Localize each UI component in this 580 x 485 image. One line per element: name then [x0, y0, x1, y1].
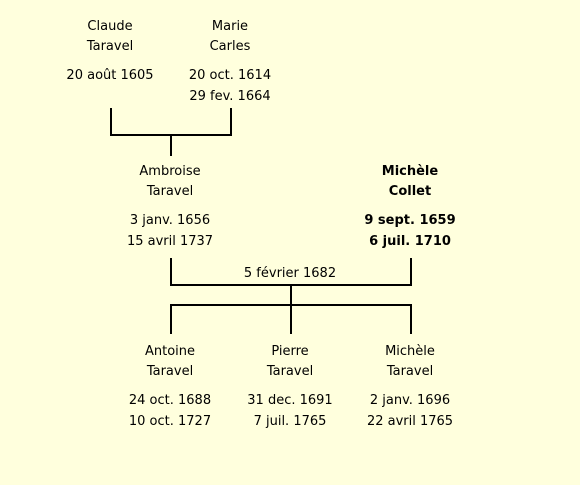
person-mother: Marie Carles 20 oct. 1614 29 fev. 1664	[160, 17, 300, 107]
father-birth-date: 20 août 1605	[66, 68, 154, 83]
child-1-first-name: Antoine	[144, 344, 196, 359]
mother-birth-date: 20 oct. 1614	[188, 68, 272, 83]
spouse-first-name: Michèle	[381, 164, 439, 179]
child-2-first-name: Pierre	[271, 344, 309, 359]
child-2-birth-date: 31 dec. 1691	[247, 393, 333, 408]
marriage-descent-line	[290, 284, 292, 306]
subject-birth-date: 3 janv. 1656	[129, 213, 211, 228]
spouse-death-date: 6 juil. 1710	[369, 234, 451, 249]
parents-descent-line	[170, 134, 172, 156]
child-1-death-date: 10 oct. 1727	[128, 414, 212, 429]
child-2-death-date: 7 juil. 1765	[253, 414, 327, 429]
person-subject: Ambroise Taravel 3 janv. 1656 15 avril 1…	[100, 162, 240, 252]
father-first-name: Claude	[87, 19, 133, 34]
person-child-2: Pierre Taravel 31 dec. 1691 7 juil. 1765	[220, 342, 360, 432]
mother-connector-line	[230, 108, 232, 136]
child-3-death-date: 22 avril 1765	[366, 414, 454, 429]
child-3-birth-date: 2 janv. 1696	[369, 393, 451, 408]
child-3-last-name: Taravel	[386, 364, 434, 379]
subject-connector-line	[170, 258, 172, 286]
spouse-connector-line	[410, 258, 412, 286]
child-1-birth-date: 24 oct. 1688	[128, 393, 212, 408]
person-child-1: Antoine Taravel 24 oct. 1688 10 oct. 172…	[100, 342, 240, 432]
person-child-3: Michèle Taravel 2 janv. 1696 22 avril 17…	[340, 342, 480, 432]
father-connector-line	[110, 108, 112, 136]
mother-first-name: Marie	[211, 19, 249, 34]
marriage-date: 5 février 1682	[243, 266, 337, 281]
subject-last-name: Taravel	[146, 184, 194, 199]
subject-death-date: 15 avril 1737	[126, 234, 214, 249]
spouse-last-name: Collet	[388, 184, 432, 199]
child-2-last-name: Taravel	[266, 364, 314, 379]
person-father: Claude Taravel 20 août 1605	[40, 17, 180, 86]
child-3-connector-line	[410, 304, 412, 334]
child-3-first-name: Michèle	[385, 344, 435, 359]
mother-last-name: Carles	[209, 39, 251, 54]
child-1-last-name: Taravel	[146, 364, 194, 379]
child-2-connector-line	[290, 304, 292, 334]
mother-death-date: 29 fev. 1664	[189, 89, 271, 104]
spouse-birth-date: 9 sept. 1659	[364, 213, 456, 228]
subject-first-name: Ambroise	[139, 164, 201, 179]
person-spouse: Michèle Collet 9 sept. 1659 6 juil. 1710	[340, 162, 480, 252]
child-1-connector-line	[170, 304, 172, 334]
father-last-name: Taravel	[86, 39, 134, 54]
